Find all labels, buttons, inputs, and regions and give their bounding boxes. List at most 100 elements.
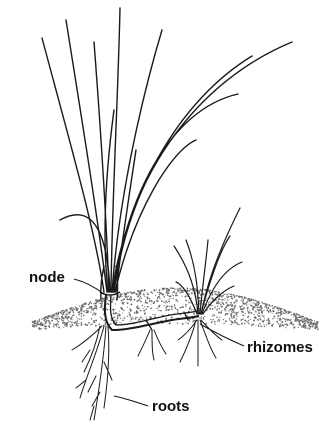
soil-dot (264, 318, 265, 319)
soil-dot (285, 320, 287, 322)
soil-dot (221, 306, 223, 308)
soil-dot (243, 307, 245, 309)
soil-dot (153, 303, 155, 305)
soil-dot (317, 328, 319, 330)
soil-dot (235, 299, 237, 301)
soil-dot (141, 290, 143, 292)
soil-dot (301, 316, 303, 318)
soil-dot (71, 324, 73, 326)
soil-dot (76, 320, 78, 322)
soil-dot (47, 317, 49, 319)
soil-dot (161, 320, 162, 321)
soil-dot (122, 319, 124, 321)
soil-dot (108, 300, 110, 302)
soil-dot (123, 310, 124, 311)
soil-dot (159, 292, 161, 294)
soil-dot (189, 320, 191, 322)
soil-dot (177, 300, 178, 301)
soil-dot (81, 322, 83, 324)
soil-dot (236, 312, 238, 314)
soil-dot (159, 298, 160, 299)
soil-dot (263, 316, 265, 318)
soil-dot (62, 322, 64, 324)
soil-dot (53, 318, 54, 319)
soil-dot (100, 317, 101, 318)
soil-dot (152, 293, 153, 294)
soil-dot (281, 311, 282, 312)
soil-dot (305, 317, 307, 319)
soil-dot (174, 288, 176, 290)
soil-dot (221, 302, 222, 303)
soil-dot (191, 309, 192, 310)
soil-dot (316, 327, 318, 329)
soil-dot (230, 315, 232, 317)
soil-dot (307, 327, 308, 328)
soil-dot (139, 297, 140, 298)
soil-dot (145, 316, 146, 317)
soil-dot (88, 322, 90, 324)
soil-dot (105, 323, 107, 325)
soil-dot (92, 309, 94, 311)
soil-dot (76, 309, 78, 311)
soil-dot (131, 318, 133, 320)
soil-dot (249, 304, 250, 305)
soil-dot (165, 318, 167, 320)
soil-dot (241, 323, 243, 325)
soil-dot (175, 292, 177, 294)
soil-dot (147, 293, 149, 295)
soil-dot (139, 294, 140, 295)
soil-dot (255, 304, 257, 306)
soil-dot (164, 305, 165, 306)
soil-dot (180, 307, 182, 309)
soil-dot (234, 320, 236, 322)
soil-dot (175, 299, 177, 301)
soil-dot (182, 323, 184, 325)
soil-dot (38, 320, 40, 322)
soil-dot (233, 308, 235, 310)
soil-dot (293, 316, 294, 317)
soil-dot (214, 323, 215, 324)
soil-dot (127, 302, 129, 304)
soil-dot (190, 306, 192, 308)
soil-dot (90, 324, 91, 325)
soil-dot (125, 296, 127, 298)
soil-dot (77, 308, 79, 310)
soil-dot (46, 317, 47, 318)
soil-dot (122, 312, 123, 313)
soil-dot (103, 319, 105, 321)
soil-dot (264, 306, 265, 307)
soil-dot (159, 290, 161, 292)
soil-dot (199, 297, 201, 299)
soil-dot (173, 298, 174, 299)
soil-dot (120, 293, 121, 294)
soil-dot (277, 315, 279, 317)
soil-dot (264, 326, 265, 327)
soil-dot (169, 295, 171, 297)
soil-dot (122, 296, 123, 297)
soil-dot (246, 302, 248, 304)
roots (72, 320, 222, 420)
soil-dot (120, 318, 121, 319)
soil-dot (308, 319, 310, 321)
soil-dot (116, 321, 117, 322)
soil-dot (115, 320, 116, 321)
soil-dot (246, 298, 247, 299)
soil-dot (238, 296, 239, 297)
soil-dot (217, 297, 218, 298)
soil-dot (62, 320, 64, 322)
soil-dot (201, 318, 202, 319)
soil-dot (113, 297, 115, 299)
soil-dot (45, 319, 47, 321)
soil-dot (270, 311, 271, 312)
soil-dot (129, 298, 131, 300)
soil-dot (85, 323, 87, 325)
soil-dot (220, 312, 222, 314)
soil-dot (213, 291, 214, 292)
soil-dot (107, 297, 109, 299)
soil-dot (136, 293, 138, 295)
soil-dot (182, 306, 184, 308)
soil-dot (66, 309, 67, 310)
soil-dot (187, 323, 189, 325)
soil-dot (44, 317, 45, 318)
soil-dot (167, 295, 169, 297)
